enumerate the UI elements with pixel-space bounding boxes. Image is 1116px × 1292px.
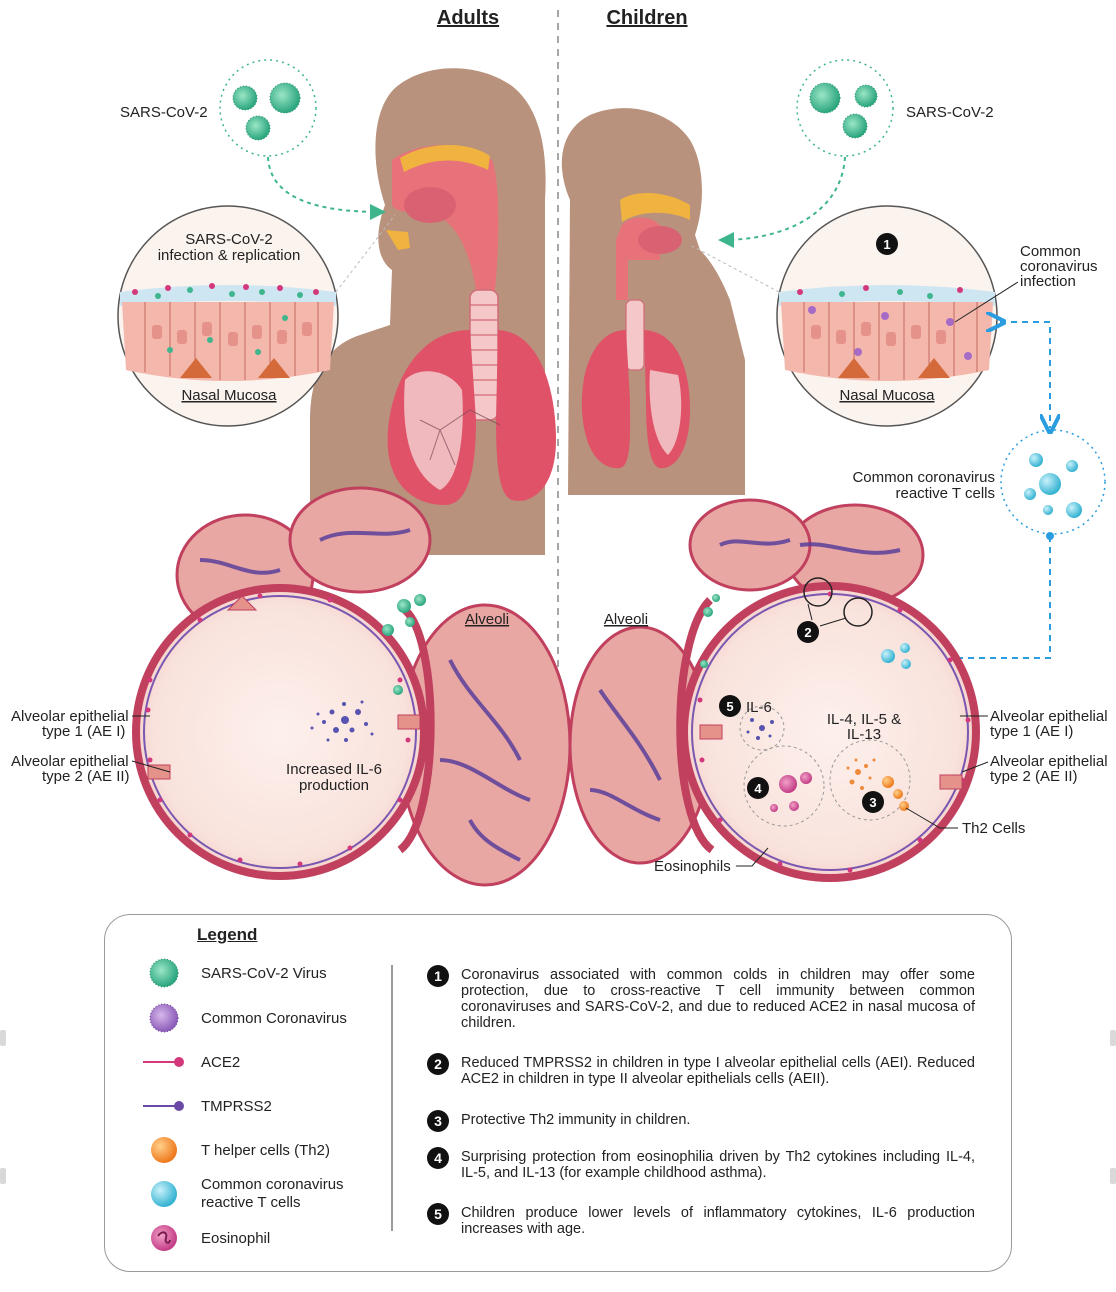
legend-label: TMPRSS2 xyxy=(201,1098,272,1115)
ae1-left-line2: type 1 (AE I) xyxy=(42,723,125,740)
il6-left-line2: production xyxy=(299,777,369,794)
virus-label-left: SARS-CoV-2 xyxy=(120,104,208,121)
edge-tab xyxy=(0,1030,6,1046)
legend-note-4: 4 Surprising protection from eosinophili… xyxy=(427,1149,975,1181)
tcell-arrow-up xyxy=(1000,322,1050,428)
nasal-right-marker: 1 xyxy=(883,237,890,252)
legend-label: reactive T cells xyxy=(201,1194,344,1212)
note-number-3: 3 xyxy=(427,1110,449,1132)
note-number-2: 2 xyxy=(427,1053,449,1075)
note-number-5: 5 xyxy=(427,1203,449,1225)
adults-header: Adults xyxy=(437,7,499,29)
legend-box: Legend SARS-CoV-2 Virus Common Coronavir… xyxy=(104,914,1012,1272)
legend-label: Common Coronavirus xyxy=(201,1010,347,1027)
note-number-4: 4 xyxy=(427,1147,449,1169)
legend-label: T helper cells (Th2) xyxy=(201,1142,330,1159)
note-text-1: Coronavirus associated with common colds… xyxy=(461,967,975,1031)
note-text-4: Surprising protection from eosinophilia … xyxy=(461,1149,975,1181)
eosinophils-label: Eosinophils xyxy=(654,858,731,875)
il6-right: IL-6 xyxy=(746,699,772,716)
tmprss2-receptor-icon xyxy=(141,1086,187,1126)
reactive-t-cell-cluster xyxy=(1001,430,1105,534)
legend-label: ACE2 xyxy=(201,1054,240,1071)
legend-item-ccv: Common Coronavirus xyxy=(141,998,347,1038)
note-text-2: Reduced TMPRSS2 in children in type I al… xyxy=(461,1055,975,1087)
il4-line2: IL-13 xyxy=(847,726,881,743)
sars-cov-2-virus-icon xyxy=(141,953,187,993)
ae1-right-line2: type 1 (AE I) xyxy=(990,723,1073,740)
il6-left-line1: Increased IL-6 xyxy=(286,761,382,778)
tcells-label-line1: Common coronavirus xyxy=(852,469,995,486)
marker-3: 3 xyxy=(869,795,876,810)
legend-note-1: 1 Coronavirus associated with common col… xyxy=(427,967,975,1031)
nasal-right-label: Nasal Mucosa xyxy=(839,387,935,404)
ace2-receptor-icon xyxy=(141,1042,187,1082)
eosinophil-icon xyxy=(141,1218,187,1258)
nasal-left-caption-line1: SARS-CoV-2 xyxy=(185,231,273,248)
alveoli-right-title: Alveoli xyxy=(604,611,648,628)
legend-note-5: 5 Children produce lower levels of infla… xyxy=(427,1205,975,1237)
legend-item-tmprss2: TMPRSS2 xyxy=(141,1086,272,1126)
alveoli-left-title: Alveoli xyxy=(465,611,509,628)
ae2-left-line2: type 2 (AE II) xyxy=(42,768,130,785)
nasal-right-callout-line3: infection xyxy=(1020,273,1076,290)
virus-label-right: SARS-CoV-2 xyxy=(906,104,994,121)
ae2-right-line2: type 2 (AE II) xyxy=(990,768,1078,785)
child-body xyxy=(562,108,745,495)
edge-tab xyxy=(0,1168,6,1184)
marker-4: 4 xyxy=(754,781,762,796)
edge-tab xyxy=(1110,1168,1116,1184)
marker-5: 5 xyxy=(726,699,733,714)
legend-note-2: 2 Reduced TMPRSS2 in children in type I … xyxy=(427,1055,975,1087)
edge-tab xyxy=(1110,1030,1116,1046)
nasal-left-caption-line2: infection & replication xyxy=(158,247,301,264)
legend-item-ace2: ACE2 xyxy=(141,1042,240,1082)
legend-separator xyxy=(391,965,393,1231)
tcells-label-line2: reactive T cells xyxy=(896,485,996,502)
virus-cluster-right xyxy=(797,60,893,156)
marker-2: 2 xyxy=(804,625,811,640)
children-header: Children xyxy=(606,7,687,29)
legend-item-tcell: Common coronavirus reactive T cells xyxy=(141,1174,344,1214)
note-number-1: 1 xyxy=(427,965,449,987)
alveoli-right xyxy=(570,500,976,878)
note-text-5: Children produce lower levels of inflamm… xyxy=(461,1205,975,1237)
legend-label: Common coronavirus xyxy=(201,1176,344,1194)
common-coronavirus-icon xyxy=(141,998,187,1038)
virus-arrow-left xyxy=(268,157,382,212)
legend-label: Eosinophil xyxy=(201,1230,270,1247)
reactive-t-cell-icon xyxy=(141,1174,187,1214)
note-text-3: Protective Th2 immunity in children. xyxy=(461,1112,690,1132)
legend-item-th2: T helper cells (Th2) xyxy=(141,1130,330,1170)
covid-children-adults-diagram: Adults Children xyxy=(0,0,1116,914)
th2-cell-icon xyxy=(141,1130,187,1170)
legend-note-3: 3 Protective Th2 immunity in children. xyxy=(427,1112,975,1132)
adult-body xyxy=(310,68,556,555)
legend-item-eosinophil: Eosinophil xyxy=(141,1218,270,1258)
legend-item-sars: SARS-CoV-2 Virus xyxy=(141,953,327,993)
th2-label: Th2 Cells xyxy=(962,820,1025,837)
legend-title: Legend xyxy=(197,925,257,945)
virus-cluster-left xyxy=(220,60,316,156)
nasal-left-label: Nasal Mucosa xyxy=(181,387,277,404)
legend-label: SARS-CoV-2 Virus xyxy=(201,965,327,982)
